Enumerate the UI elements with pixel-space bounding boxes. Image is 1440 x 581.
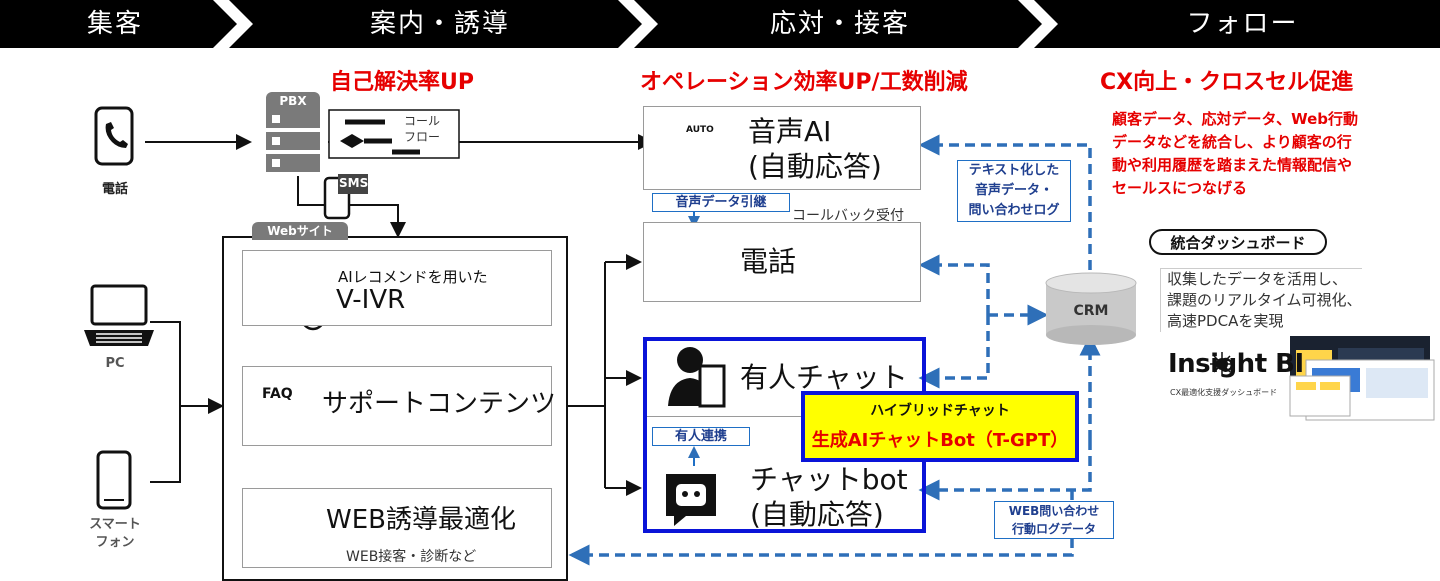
callback-label: コールバック受付: [792, 208, 904, 224]
web-optimization-title: WEB誘導最適化: [326, 505, 516, 535]
phase-follow: フォロー: [1186, 9, 1299, 39]
text-log-label: テキスト化した音声データ・問い合わせログ: [957, 160, 1071, 222]
insight-bi-tagline: CX最適化支援ダッシュボード: [1170, 388, 1278, 397]
crm-database-icon: [1045, 272, 1137, 345]
call-flow-label: コールフロー: [404, 114, 441, 144]
support-content-title: サポートコンテンツ: [322, 389, 557, 419]
heading-cx: CX向上・クロスセル促進: [1100, 70, 1354, 95]
channel-pc-label: PC: [105, 356, 125, 371]
chat-operator-icon: [668, 347, 726, 408]
channel-smartphone-label: スマートフォン: [89, 517, 141, 550]
human-chat-title: 有人チャット: [740, 361, 908, 394]
hybrid-chat-title: ハイブリッドチャット: [870, 403, 1010, 419]
web-log-label: WEB問い合わせ行動ログデータ: [994, 501, 1114, 539]
web-optimization-subtitle: WEB接客・診断など: [346, 549, 477, 565]
voice-ai-title: 音声AI(自動応答): [748, 115, 882, 183]
phone-operator-title: 電話: [740, 245, 797, 278]
sms-label: SMS: [339, 176, 369, 190]
phone-operator-card[interactable]: [643, 222, 921, 302]
phase-attract: 集客: [86, 9, 143, 39]
laptop-icon: [84, 284, 154, 346]
vivr-title: V-IVR: [336, 285, 406, 315]
pbx-server-icon: [266, 110, 320, 172]
dashboard-preview-image: [1289, 336, 1435, 421]
dashboard-label-pill: [1149, 229, 1327, 255]
chat-divider: [647, 416, 922, 417]
vivr-subtitle: AIレコメンドを用いた: [338, 268, 488, 286]
support-content-card[interactable]: [242, 366, 552, 446]
human-link-label: 有人連携: [652, 427, 750, 446]
chatbot-title: チャットbot(自動応答): [750, 463, 908, 531]
crm-label: CRM: [1073, 303, 1109, 319]
phase-guide: 案内・誘導: [369, 9, 510, 39]
chatbot-icon: [666, 474, 716, 526]
website-tag: Webサイト: [252, 222, 348, 240]
vivr-card[interactable]: [242, 250, 552, 326]
voice-data-handover-label: 音声データ引継: [652, 193, 790, 212]
phase-respond: 応対・接客: [769, 9, 910, 39]
heading-self-solve: 自己解決率UP: [330, 70, 474, 95]
cx-description: 顧客データ、応対データ、Web行動 データなどを統合し、より顧客の行 動や利用履…: [1112, 110, 1359, 197]
heading-efficiency: オペレーション効率UP/工数削減: [640, 70, 968, 95]
hybrid-chat-subtitle: 生成AIチャットBot（T-GPT）: [811, 430, 1069, 451]
phase-bar: [0, 0, 1440, 48]
faq-icon-label: FAQ: [262, 386, 293, 402]
channel-phone-label: 電話: [101, 182, 128, 197]
phone-channel-icon: [94, 106, 134, 166]
dashboard-title: 統合ダッシュボード: [1170, 234, 1306, 252]
smartphone-icon: [96, 450, 132, 510]
call-flow-icon: [328, 109, 460, 159]
flow-lines: [145, 134, 654, 496]
web-optimization-card[interactable]: [242, 488, 552, 568]
dashboard-description: 収集したデータを活用し、課題のリアルタイム可視化、高速PDCAを実現: [1160, 268, 1362, 332]
insight-bi-spark-icon: [1210, 352, 1234, 376]
sms-phone-icon: [323, 174, 368, 220]
insight-bi-logo: Insight BI: [1168, 349, 1304, 379]
auto-badge: AUTO: [686, 125, 714, 135]
voice-ai-card[interactable]: [643, 106, 921, 190]
hybrid-chat-box: [801, 391, 1079, 462]
pbx-tag: PBX: [266, 92, 320, 110]
